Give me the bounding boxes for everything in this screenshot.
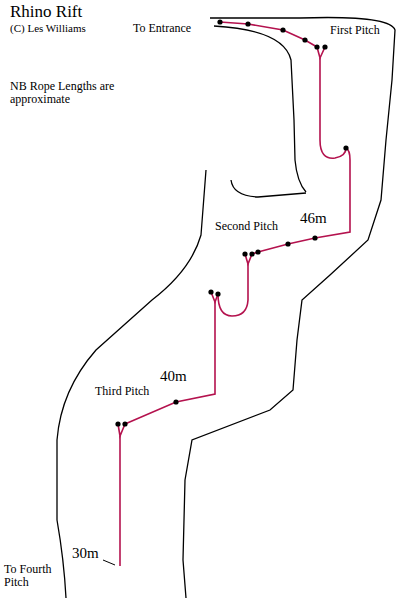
passage-label: To Entrance (133, 22, 191, 35)
anchor-bolt (285, 241, 290, 246)
anchor-bolt (173, 399, 178, 404)
anchor-bolt (343, 145, 348, 150)
note: NB Rope Lengths are approximate (10, 80, 120, 106)
rope (220, 22, 317, 47)
cave-wall (57, 170, 206, 598)
anchor-bolt (217, 19, 222, 24)
pitch-label: Second Pitch (215, 220, 278, 233)
anchor-bolt (312, 235, 317, 240)
cave-walls (57, 18, 395, 599)
anchor-bolt (215, 291, 220, 296)
anchor-bolt (122, 421, 127, 426)
anchor-bolt (115, 421, 120, 426)
anchors (115, 19, 348, 426)
pitch-label: Third Pitch (95, 385, 149, 398)
diagram-title: Rhino Rift (10, 3, 82, 22)
anchor-bolt (302, 37, 307, 42)
rope (125, 302, 215, 424)
rope (218, 264, 248, 316)
rope-length: 46m (300, 210, 327, 227)
anchor-bolt (314, 44, 319, 49)
pitch-label: First Pitch (330, 24, 380, 37)
anchor-bolt (249, 251, 254, 256)
anchor-bolt (245, 21, 250, 26)
copyright-note: (C) Les Williams (10, 22, 86, 34)
rope-length: 40m (160, 368, 187, 385)
cave-wall (231, 180, 306, 197)
rope (252, 148, 350, 254)
cave-wall (214, 26, 306, 192)
anchor-bolt (208, 289, 213, 294)
ropes (118, 22, 350, 566)
leader-line (103, 560, 115, 565)
anchor-bolt (280, 27, 285, 32)
rope-length: 30m (72, 545, 99, 562)
rope (320, 58, 346, 158)
anchor-bolt (242, 251, 247, 256)
anchor-bolt (255, 249, 260, 254)
rope (119, 436, 121, 566)
anchor-bolt (322, 44, 327, 49)
passage-label: To Fourth Pitch (4, 563, 56, 589)
